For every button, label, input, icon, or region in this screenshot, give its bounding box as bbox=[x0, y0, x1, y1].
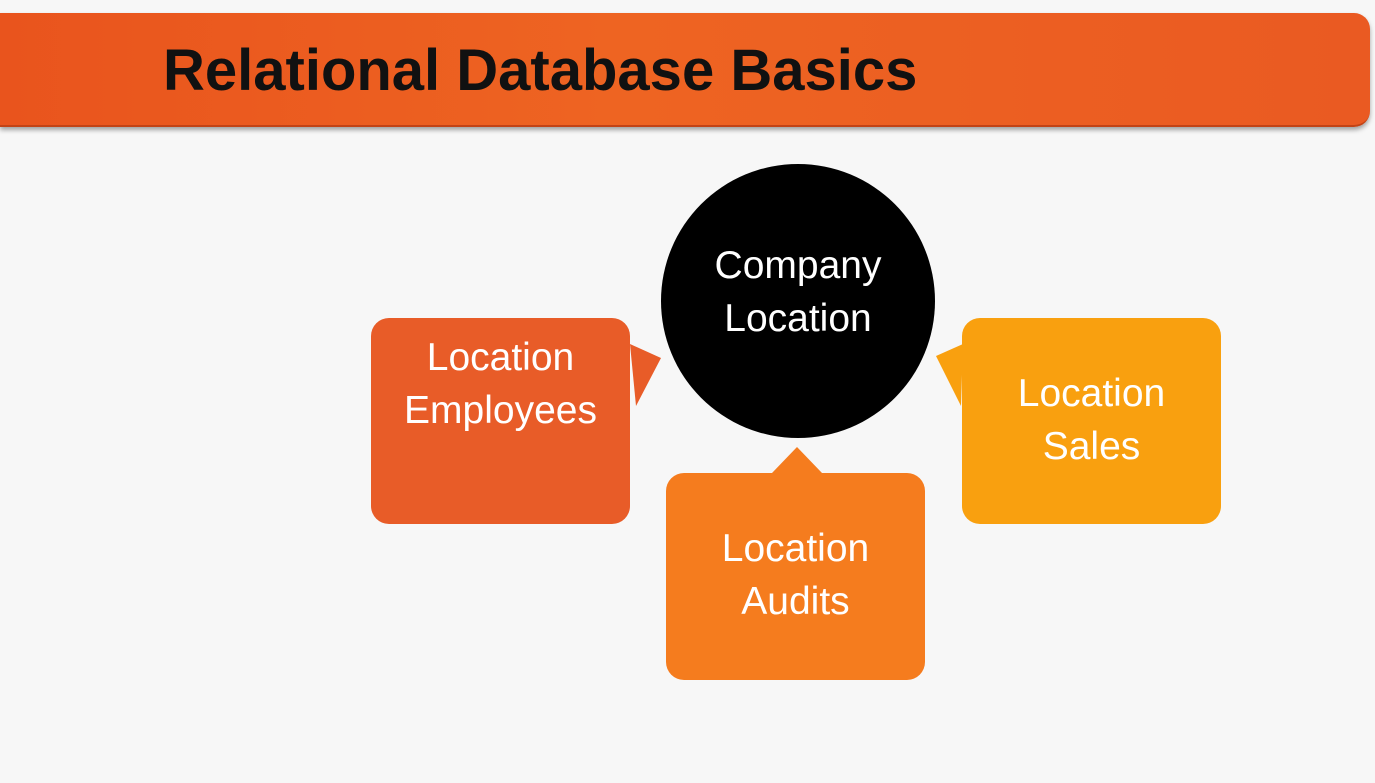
arrow-audits-shape bbox=[772, 447, 822, 473]
arrow-sales-shape bbox=[936, 344, 963, 406]
node-location-audits-line1: Location bbox=[721, 527, 870, 570]
node-company-location: Company Location bbox=[661, 164, 935, 438]
node-location-audits: Location Audits bbox=[666, 473, 925, 680]
arrow-audits-to-center bbox=[772, 447, 822, 473]
node-location-sales-line2: Sales bbox=[1042, 425, 1141, 468]
node-location-employees: Location Employees bbox=[371, 318, 630, 524]
node-company-location-line1: Company bbox=[714, 244, 882, 288]
node-location-employees-line1: Location bbox=[426, 336, 575, 379]
node-location-employees-line2: Employees bbox=[404, 388, 597, 432]
node-location-sales: Location Sales bbox=[962, 318, 1221, 524]
node-location-sales-line1: Location bbox=[1017, 372, 1166, 416]
node-company-location-line2: Location bbox=[724, 297, 872, 340]
slide-title: Relational Database Basics bbox=[163, 38, 918, 103]
arrow-employees-shape bbox=[630, 344, 661, 406]
arrow-employees-to-center bbox=[630, 344, 661, 406]
title-bar: Relational Database Basics bbox=[0, 13, 1370, 127]
arrow-sales-to-center bbox=[936, 344, 963, 406]
node-location-audits-line2: Audits bbox=[741, 579, 850, 623]
